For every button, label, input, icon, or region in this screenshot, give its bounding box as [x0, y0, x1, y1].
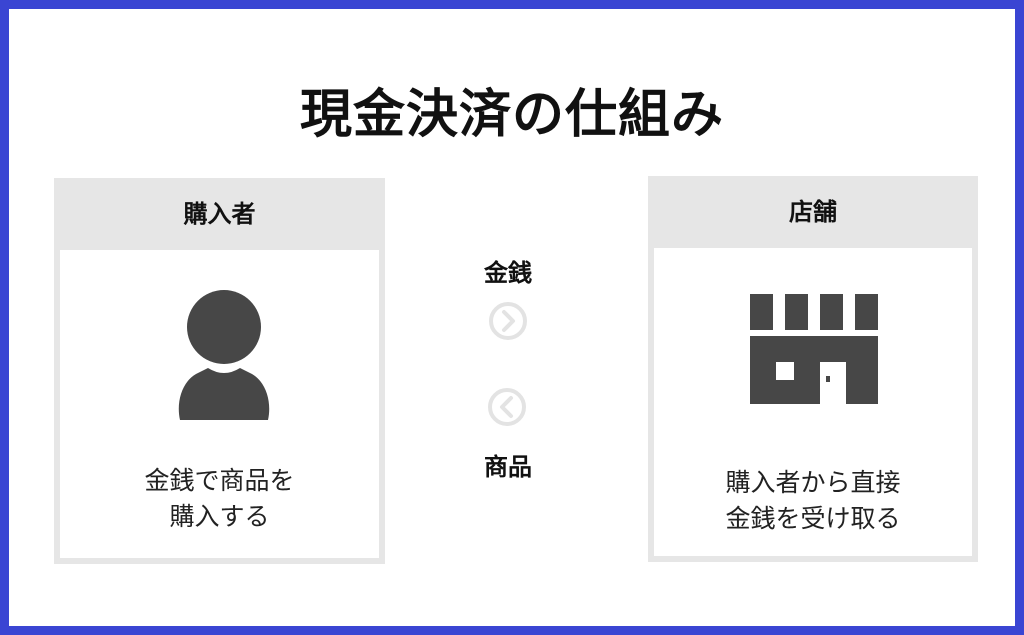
- buyer-card-body: 金銭で商品を 購入する: [60, 250, 379, 558]
- buyer-card: 購入者 金銭で商品を 購入する: [54, 178, 385, 564]
- store-description-line2: 金銭を受け取る: [725, 504, 901, 533]
- goods-label: 商品: [484, 453, 532, 481]
- buyer-description-line2: 購入する: [169, 502, 270, 531]
- page-title: 現金決済の仕組み: [299, 85, 724, 145]
- buyer-description-line1: 金銭で商品を: [144, 466, 295, 495]
- store-heading: 店舗: [789, 198, 837, 226]
- person-icon: [178, 290, 270, 420]
- money-label: 金銭: [484, 259, 532, 287]
- chevron-left-circle-icon: [488, 388, 526, 426]
- chevron-right-circle-icon: [489, 302, 527, 340]
- buyer-heading: 購入者: [183, 200, 256, 228]
- store-card: 店舗 購入者から直接 金銭を受け取る: [648, 176, 978, 562]
- store-icon: [750, 294, 878, 404]
- store-description-line1: 購入者から直接: [725, 468, 901, 497]
- store-card-body: 購入者から直接 金銭を受け取る: [654, 248, 972, 556]
